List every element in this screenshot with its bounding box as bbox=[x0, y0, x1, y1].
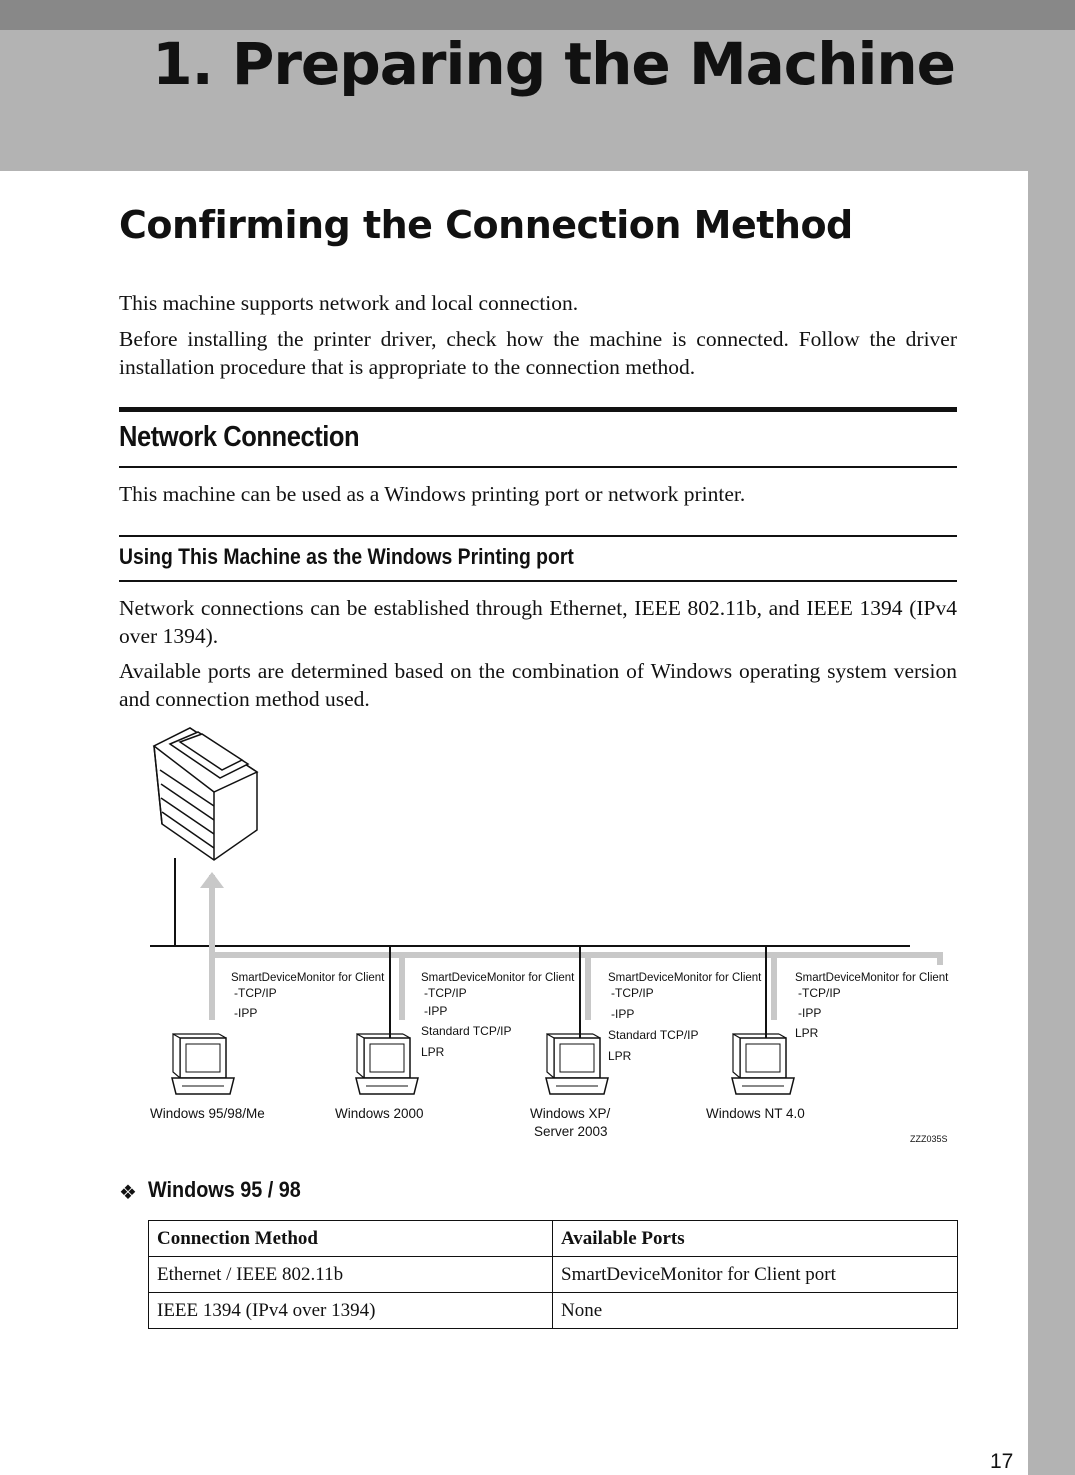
subsection-rule-top bbox=[119, 535, 957, 537]
windows-port-paragraph-1: Network connections can be established t… bbox=[119, 596, 957, 648]
table-header-cell: Available Ports bbox=[552, 1220, 958, 1257]
chapter-band bbox=[0, 30, 1075, 171]
diamond-bullet-icon: ❖ bbox=[119, 1180, 137, 1204]
computer-group: SmartDeviceMonitor for Client -TCP/IP -IPP… bbox=[150, 972, 385, 1121]
table-cell: None bbox=[552, 1292, 958, 1329]
port-list-header: SmartDeviceMonitor for Client bbox=[795, 972, 949, 984]
diagram-code: ZZZ035S bbox=[910, 1134, 948, 1144]
side-band bbox=[1028, 171, 1075, 1475]
computer-icon bbox=[731, 1032, 795, 1095]
computer-name: Windows NT 4.0 bbox=[706, 1106, 805, 1121]
port-item: -IPP bbox=[798, 1006, 821, 1020]
table-row: Ethernet / IEEE 802.11b SmartDeviceMonit… bbox=[148, 1256, 958, 1293]
table-header-row: Connection Method Available Ports bbox=[148, 1220, 958, 1257]
table-header-cell: Connection Method bbox=[148, 1220, 553, 1257]
table-cell: IEEE 1394 (IPv4 over 1394) bbox=[148, 1292, 553, 1329]
section-paragraph-2: Before installing the printer driver, ch… bbox=[119, 327, 957, 379]
port-item: -IPP bbox=[234, 1006, 257, 1020]
computer-icon bbox=[355, 1032, 419, 1095]
section-title: Confirming the Connection Method bbox=[119, 203, 853, 247]
network-paragraph: This machine can be used as a Windows pr… bbox=[119, 482, 746, 506]
windows-95-98-table: Connection Method Available Ports Ethern… bbox=[148, 1220, 958, 1329]
computer-name: Windows XP/ bbox=[530, 1106, 611, 1121]
table-row: IEEE 1394 (IPv4 over 1394) None bbox=[148, 1292, 958, 1329]
computer-name: Windows 95/98/Me bbox=[150, 1106, 265, 1121]
printer-icon bbox=[152, 727, 259, 861]
network-diagram: SmartDeviceMonitor for Client -TCP/IP -IPP… bbox=[150, 727, 949, 1144]
computer-group: SmartDeviceMonitor for Client -TCP/IP -IPP… bbox=[335, 972, 575, 1121]
computer-name-line-2: Server 2003 bbox=[534, 1124, 608, 1139]
network-rule bbox=[119, 466, 957, 468]
windows-port-paragraph-2: Available ports are determined based on … bbox=[119, 659, 957, 711]
port-list-header: SmartDeviceMonitor for Client bbox=[608, 972, 762, 984]
port-item: -IPP bbox=[424, 1004, 447, 1018]
port-item: -TCP/IP bbox=[424, 986, 467, 1000]
computer-icon bbox=[171, 1032, 235, 1095]
computer-name: Windows 2000 bbox=[335, 1106, 424, 1121]
windows-95-98-title: Windows 95 / 98 bbox=[148, 1177, 301, 1202]
computer-group: SmartDeviceMonitor for Client -TCP/IP -IPP… bbox=[530, 972, 762, 1139]
chapter-title: 1. Preparing the Machine bbox=[152, 30, 956, 98]
network-connection-title: Network Connection bbox=[119, 421, 360, 453]
port-list-header: SmartDeviceMonitor for Client bbox=[421, 972, 575, 984]
section-rule-thick bbox=[119, 407, 957, 412]
port-list-header: SmartDeviceMonitor for Client bbox=[231, 972, 385, 984]
computer-group: SmartDeviceMonitor for Client -TCP/IP -IPP… bbox=[706, 972, 949, 1121]
section-paragraph-1: This machine supports network and local … bbox=[119, 291, 579, 315]
port-item: -IPP bbox=[611, 1007, 634, 1021]
top-bar bbox=[0, 0, 1075, 30]
table-cell: SmartDeviceMonitor for Client port bbox=[552, 1256, 958, 1293]
port-item: LPR bbox=[608, 1049, 632, 1063]
windows-port-title: Using This Machine as the Windows Printi… bbox=[119, 544, 574, 569]
port-item: Standard TCP/IP bbox=[421, 1024, 512, 1038]
port-item: LPR bbox=[795, 1026, 819, 1040]
page-number: 17 bbox=[990, 1450, 1014, 1473]
port-item: LPR bbox=[421, 1045, 445, 1059]
port-item: Standard TCP/IP bbox=[608, 1028, 699, 1042]
port-item: -TCP/IP bbox=[234, 986, 277, 1000]
port-item: -TCP/IP bbox=[798, 986, 841, 1000]
subsection-rule-bottom bbox=[119, 580, 957, 582]
computer-icon bbox=[545, 1032, 609, 1095]
gray-arrow-path bbox=[209, 875, 943, 965]
table-cell: Ethernet / IEEE 802.11b bbox=[148, 1256, 553, 1293]
port-item: -TCP/IP bbox=[611, 986, 654, 1000]
